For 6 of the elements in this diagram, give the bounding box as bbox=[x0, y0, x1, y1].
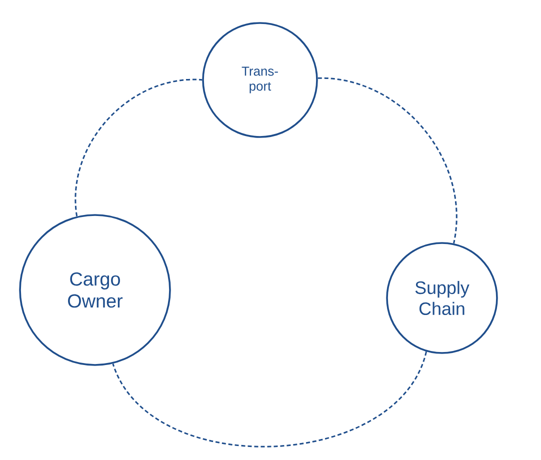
dashed-arc bbox=[74, 79, 202, 216]
circle-node: Cargo Owner bbox=[19, 214, 171, 366]
dashed-arc bbox=[112, 351, 427, 448]
circle-node: Supply Chain bbox=[386, 242, 498, 354]
dashed-arc bbox=[318, 77, 458, 244]
circle-node: Trans- port bbox=[202, 22, 318, 138]
